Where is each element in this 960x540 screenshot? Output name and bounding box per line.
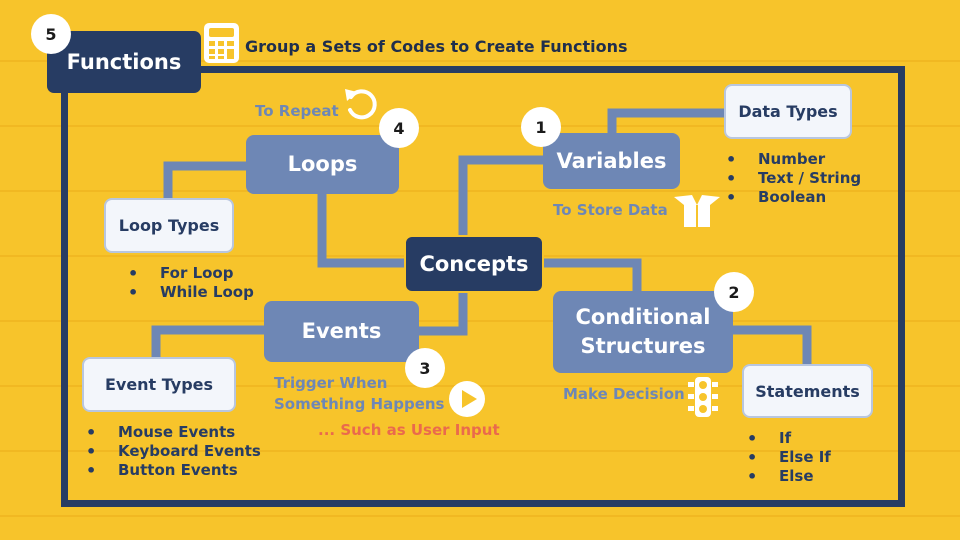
loop-types-list: For Loop While Loop bbox=[128, 264, 254, 302]
data-types-label: Data Types bbox=[738, 102, 838, 121]
events-node[interactable]: Events bbox=[264, 301, 419, 362]
step-badge-1-number: 1 bbox=[535, 117, 547, 137]
conditional-label-line1: Conditional bbox=[575, 305, 711, 329]
step-badge-3-number: 3 bbox=[419, 358, 431, 378]
functions-description: Group a Sets of Codes to Create Function… bbox=[245, 37, 628, 56]
list-item: Boolean bbox=[726, 188, 861, 207]
traffic-light-icon bbox=[688, 377, 718, 417]
loop-types-box[interactable]: Loop Types bbox=[104, 198, 234, 253]
statements-label: Statements bbox=[755, 381, 860, 401]
step-badge-4-number: 4 bbox=[393, 118, 405, 138]
step-badge-2-number: 2 bbox=[728, 282, 740, 302]
calculator-icon bbox=[204, 23, 239, 63]
events-caption-extra: ... Such as User Input bbox=[318, 421, 500, 439]
step-badge-1: 1 bbox=[521, 107, 561, 147]
event-types-label: Event Types bbox=[104, 375, 214, 394]
step-badge-2: 2 bbox=[714, 272, 754, 312]
loops-node[interactable]: Loops bbox=[246, 135, 399, 194]
events-caption-line2: Something Happens bbox=[274, 395, 445, 413]
statements-box[interactable]: Statements bbox=[742, 364, 873, 418]
diagram-frame bbox=[61, 66, 905, 507]
functions-title: Functions bbox=[66, 50, 182, 74]
conditional-caption: Make Decision bbox=[563, 385, 685, 403]
list-item: Button Events bbox=[86, 461, 261, 480]
variables-caption: To Store Data bbox=[553, 201, 668, 219]
events-caption-line1: Trigger When bbox=[274, 374, 388, 392]
loops-label: Loops bbox=[287, 152, 358, 176]
undo-arrow-icon bbox=[345, 89, 377, 120]
step-badge-5: 5 bbox=[31, 14, 71, 54]
list-item: If bbox=[747, 429, 831, 448]
step-badge-4: 4 bbox=[379, 108, 419, 148]
loops-caption: To Repeat bbox=[255, 102, 339, 120]
statements-list: If Else If Else bbox=[747, 429, 831, 486]
list-item: Mouse Events bbox=[86, 423, 261, 442]
event-types-box[interactable]: Event Types bbox=[82, 357, 236, 412]
conditional-structures-node[interactable]: Conditional Structures bbox=[553, 291, 733, 373]
step-badge-3: 3 bbox=[405, 348, 445, 388]
data-types-list: Number Text / String Boolean bbox=[726, 150, 861, 207]
list-item: Else If bbox=[747, 448, 831, 467]
list-item: For Loop bbox=[128, 264, 254, 283]
functions-title-box: Functions bbox=[47, 31, 201, 93]
open-box-icon bbox=[674, 195, 720, 227]
variables-node[interactable]: Variables bbox=[543, 133, 680, 189]
conditional-label-line2: Structures bbox=[580, 334, 706, 358]
play-icon bbox=[449, 381, 485, 417]
events-label: Events bbox=[301, 319, 382, 343]
loop-types-label: Loop Types bbox=[118, 216, 220, 235]
concepts-node[interactable]: Concepts bbox=[404, 235, 544, 293]
data-types-box[interactable]: Data Types bbox=[724, 84, 852, 139]
list-item: Number bbox=[726, 150, 861, 169]
list-item: Else bbox=[747, 467, 831, 486]
list-item: While Loop bbox=[128, 283, 254, 302]
step-badge-5-number: 5 bbox=[45, 24, 57, 44]
list-item: Keyboard Events bbox=[86, 442, 261, 461]
list-item: Text / String bbox=[726, 169, 861, 188]
variables-label: Variables bbox=[556, 148, 667, 173]
event-types-list: Mouse Events Keyboard Events Button Even… bbox=[86, 423, 261, 480]
concepts-label: Concepts bbox=[419, 252, 529, 276]
